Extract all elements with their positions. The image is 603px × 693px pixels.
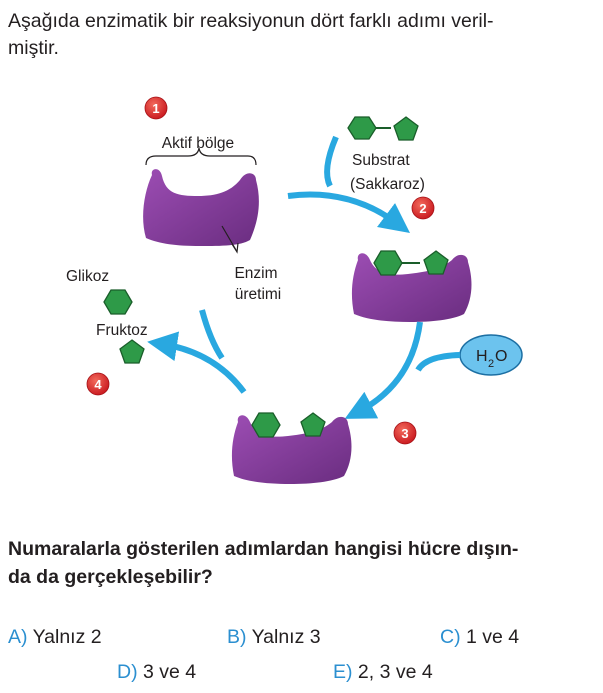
intro-line-2: miştir.: [8, 37, 59, 59]
water-h: H: [476, 348, 488, 365]
products-split-arrow: [199, 309, 225, 360]
step-badge-2: 2: [411, 196, 435, 220]
water-join-arrow: [415, 352, 461, 372]
question-line-2: da da gerçekleşebilir?: [8, 566, 213, 588]
intro-text: Aşağıda enzimatik bir reaksiyonun dört f…: [8, 8, 598, 62]
bound-substrate-2: [373, 250, 449, 276]
option-e-text: 2, 3 ve 4: [357, 661, 433, 683]
option-e-letter: E): [333, 661, 353, 683]
enzyme-reaction-diagram: 1 2 3 4 Aktif bölge Enzim üretimi Substr…: [66, 96, 523, 484]
question-line-1: Numaralarla gösterilen adımlardan hangis…: [8, 538, 519, 560]
active-site-brace: [145, 147, 257, 166]
step-badge-1: 1: [144, 96, 168, 120]
enzyme-label: Enzim: [234, 265, 277, 282]
arrow-step-4: [147, 331, 247, 394]
arrow-step-3: [344, 321, 423, 419]
option-a-text: Yalnız 2: [32, 626, 102, 648]
water-sub: 2: [488, 358, 494, 370]
substrate-molecule: [347, 116, 419, 141]
option-e[interactable]: E) 2, 3 ve 4: [333, 661, 433, 684]
intro-line-1: Aşağıda enzimatik bir reaksiyonun dört f…: [8, 10, 494, 32]
option-c-text: 1 ve 4: [466, 626, 520, 648]
water-o: O: [495, 348, 507, 365]
bound-substrate-3: [251, 412, 326, 438]
glucose-label: Glikoz: [66, 268, 109, 285]
option-c[interactable]: C) 1 ve 4: [440, 626, 519, 649]
option-d[interactable]: D) 3 ve 4: [117, 661, 196, 684]
fructose-molecule: [119, 339, 145, 364]
enzyme-shape-hydrolysis: [231, 415, 352, 484]
fructose-label: Fruktoz: [96, 322, 148, 339]
option-a-letter: A): [8, 626, 28, 648]
water-molecule: H 2 O: [459, 334, 523, 376]
production-label: üretimi: [235, 286, 282, 303]
question-text: Numaralarla gösterilen adımlardan hangis…: [8, 535, 598, 591]
option-a[interactable]: A) Yalnız 2: [8, 626, 102, 649]
substrate-label: Substrat: [352, 152, 410, 169]
step-number-1: 1: [152, 101, 159, 116]
glucose-molecule: [103, 289, 133, 315]
option-d-letter: D): [117, 661, 138, 683]
active-site-label: Aktif bölge: [162, 135, 234, 152]
option-b-text: Yalnız 3: [251, 626, 321, 648]
step-badge-4: 4: [86, 372, 110, 396]
step-number-2: 2: [419, 201, 426, 216]
enzyme-shape-free: [143, 169, 259, 246]
option-b-letter: B): [227, 626, 247, 648]
option-c-letter: C): [440, 626, 461, 648]
option-b[interactable]: B) Yalnız 3: [227, 626, 321, 649]
sucrose-label: (Sakkaroz): [350, 176, 425, 193]
option-d-text: 3 ve 4: [143, 661, 197, 683]
step-number-4: 4: [94, 377, 102, 392]
substrate-join-arrow: [324, 135, 339, 188]
step-number-3: 3: [401, 426, 408, 441]
step-badge-3: 3: [393, 421, 417, 445]
arrow-step-2: [287, 191, 411, 233]
